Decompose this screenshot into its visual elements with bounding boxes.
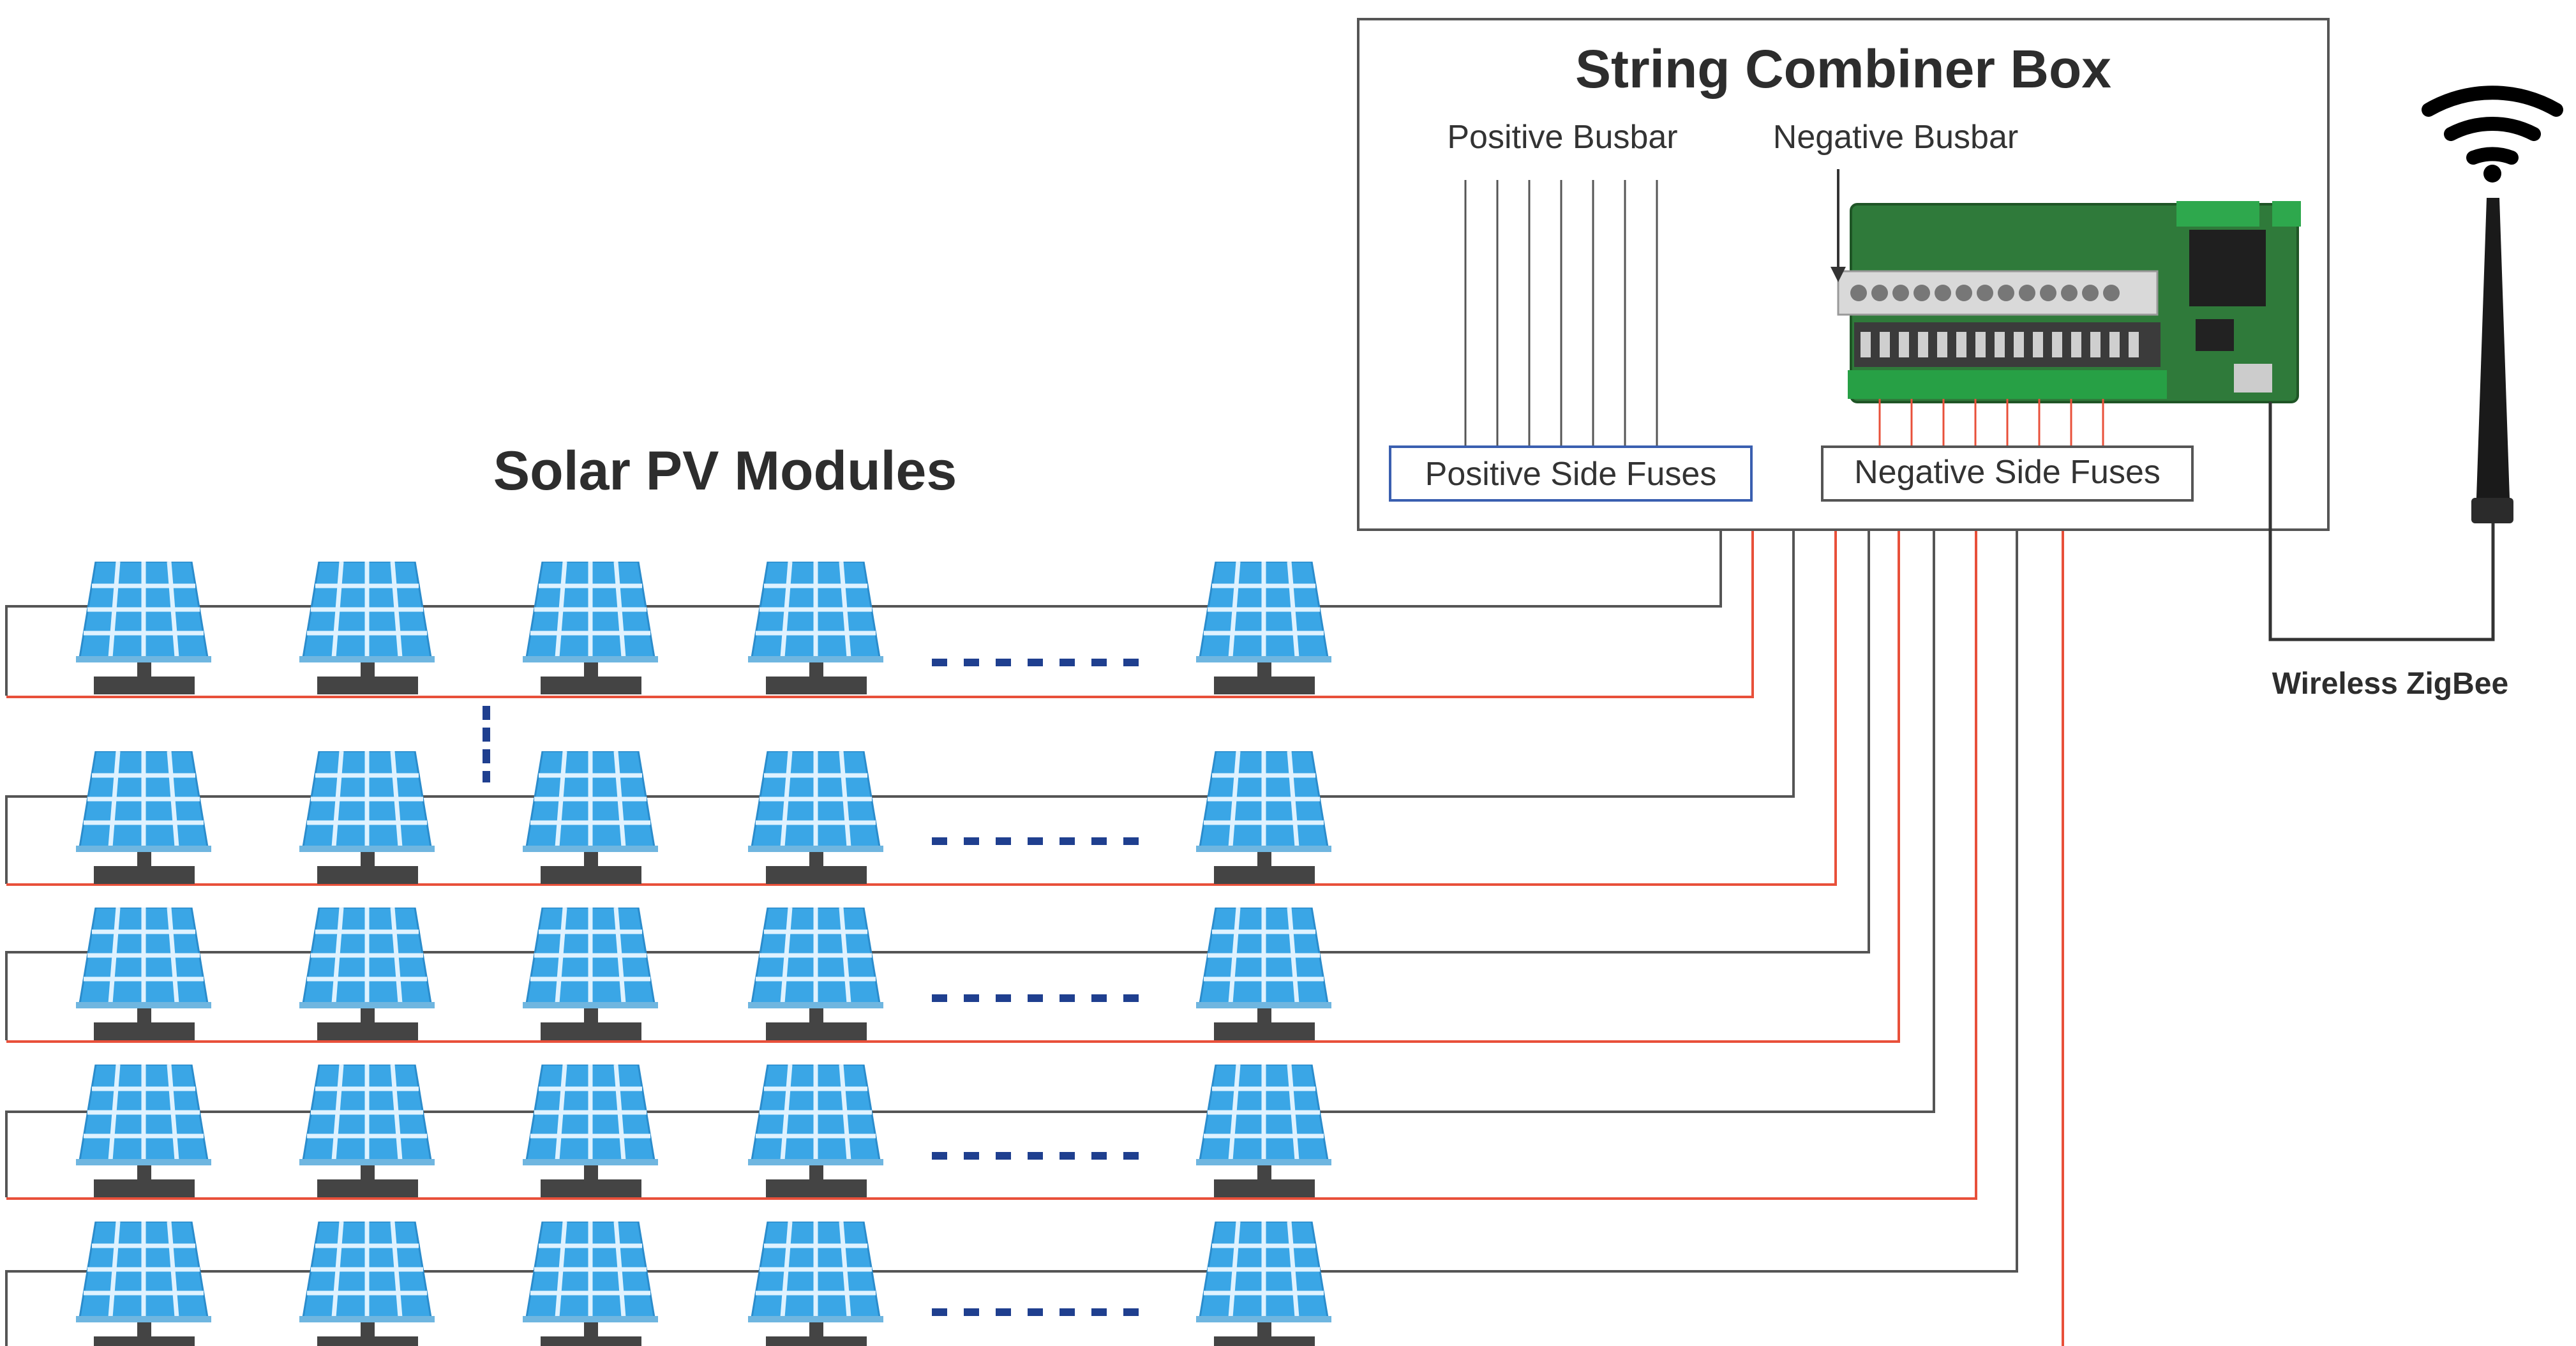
negative-fuses-label: Negative Side Fuses [1854, 454, 2160, 491]
solar-panel-icon [523, 1222, 658, 1346]
solar-panel-icon [523, 908, 658, 1040]
positive-fuses-box [1389, 445, 1753, 502]
positive-busbar [1464, 180, 1658, 447]
pv-string-1 [76, 562, 1331, 694]
solar-panel-icon [76, 751, 211, 884]
pv-string-2 [76, 751, 1331, 884]
solar-panel-icon [748, 751, 883, 884]
negative-busbar-arrow [1831, 169, 1846, 282]
circuit-board-icon [1837, 201, 2301, 403]
solar-panel-icon [299, 1222, 435, 1346]
solar-panel-icon [76, 1065, 211, 1197]
solar-panel-icon [299, 562, 435, 694]
pv-modules-title: Solar PV Modules [493, 440, 957, 502]
solar-panel-icon [748, 562, 883, 694]
solar-panel-icon [1196, 751, 1331, 884]
combiner-box-title: String Combiner Box [1575, 39, 2111, 99]
positive-busbar-label: Positive Busbar [1447, 119, 1677, 156]
board-output-wires [1878, 399, 2104, 445]
solar-panel-icon [523, 1065, 658, 1197]
pv-string-4 [76, 1065, 1331, 1197]
solar-panel-icon [523, 562, 658, 694]
string-wiring [5, 531, 2064, 1346]
solar-panel-icon [299, 1065, 435, 1197]
negative-busbar-label: Negative Busbar [1773, 119, 2018, 156]
solar-panel-icon [748, 1065, 883, 1197]
solar-panel-icon [299, 751, 435, 884]
solar-panel-icon [748, 908, 883, 1040]
solar-panel-icon [76, 1222, 211, 1346]
more-panels-dots [932, 659, 1139, 1316]
solar-panel-icon [748, 1222, 883, 1346]
pv-string-3 [76, 908, 1331, 1040]
solar-panel-icon [1196, 562, 1331, 694]
negative-fuses-box [1821, 445, 2194, 502]
more-strings-dots [483, 706, 490, 782]
solar-panel-icon [523, 751, 658, 884]
wireless-zigbee-label: Wireless ZigBee [2272, 667, 2508, 701]
solar-panel-icon [1196, 1065, 1331, 1197]
wifi-icon [2422, 86, 2563, 183]
pv-string-5 [76, 1222, 1331, 1346]
solar-panel-icon [76, 562, 211, 694]
solar-panel-icon [76, 908, 211, 1040]
positive-fuses-label: Positive Side Fuses [1425, 456, 1717, 493]
solar-panel-icon [299, 908, 435, 1040]
solar-panel-icon [1196, 908, 1331, 1040]
solar-panel-icon [1196, 1222, 1331, 1346]
zigbee-cable [2268, 402, 2495, 641]
antenna-icon [2471, 198, 2513, 523]
